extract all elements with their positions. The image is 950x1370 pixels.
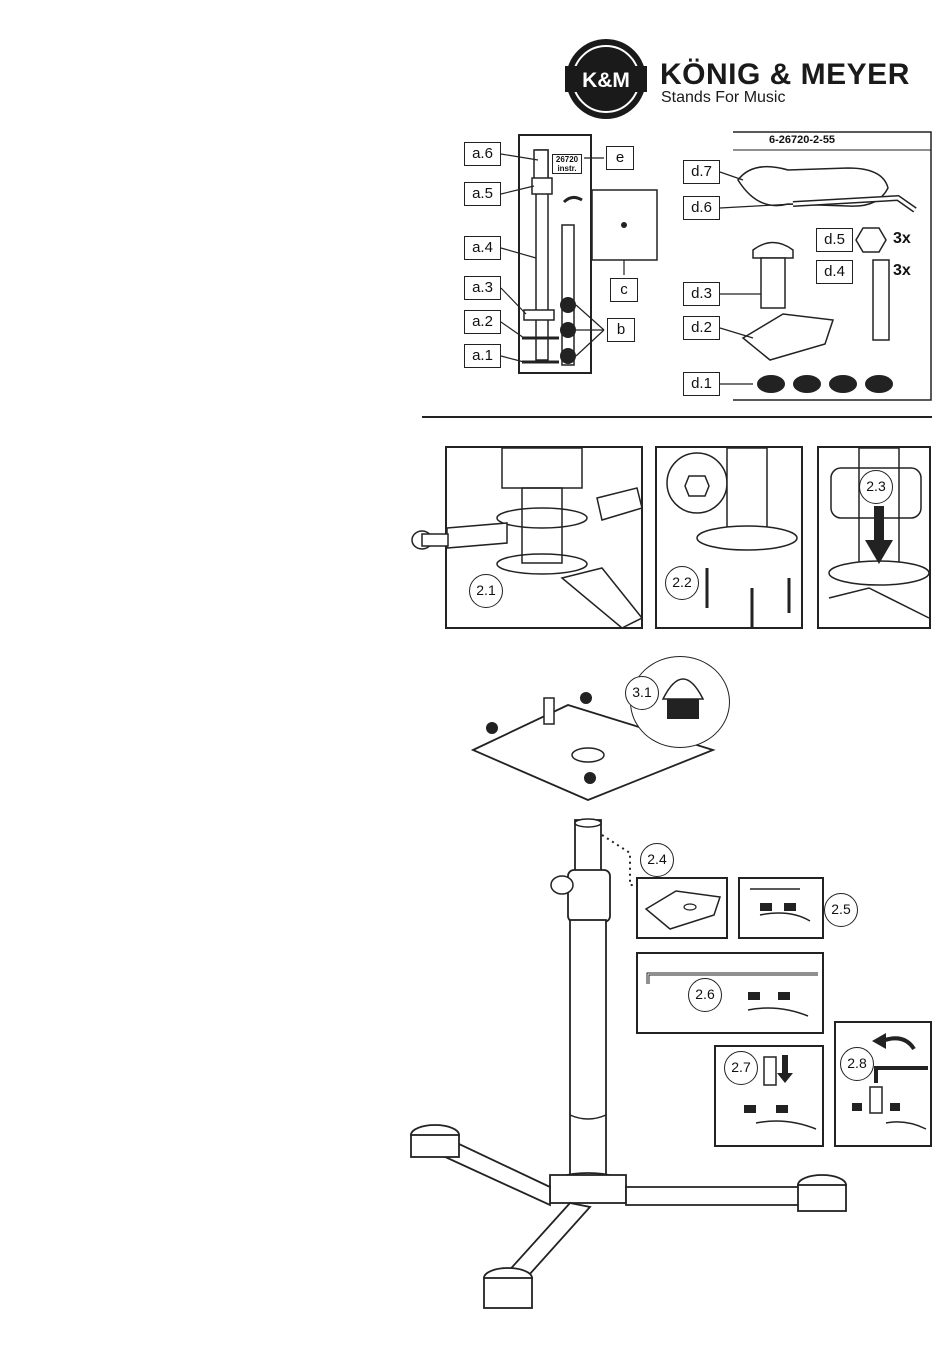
step-2-6-panel: 2.6 [636, 952, 824, 1034]
label-d4: d.4 [816, 260, 853, 284]
brand-tagline: Stands For Music [661, 89, 785, 107]
label-a6: a.6 [464, 142, 501, 166]
step-2-8-panel: 2.8 [834, 1021, 932, 1147]
step-2-3-panel: 2.3 [817, 446, 931, 629]
label-b: b [607, 318, 635, 342]
label-a3: a.3 [464, 276, 501, 300]
step-2-5-panel [738, 877, 824, 939]
label-a5: a.5 [464, 182, 501, 206]
plate-part-icon [638, 879, 726, 937]
label-d6: d.6 [683, 196, 720, 220]
step-2-7-panel: 2.7 [714, 1045, 824, 1147]
brand-logo: K&M [565, 38, 647, 120]
rotate-arrow-icon [868, 1029, 918, 1055]
label-c: c [610, 278, 638, 302]
knob-part [410, 528, 450, 552]
step-2-1-callout: 2.1 [469, 574, 503, 608]
step-2-7-callout: 2.7 [724, 1051, 758, 1085]
step-2-6-drawing [638, 954, 822, 1032]
label-e: e [606, 146, 634, 170]
label-a2: a.2 [464, 310, 501, 334]
step-2-4-detail [636, 877, 728, 939]
d4-quantity: 3x [893, 262, 911, 280]
step-2-2-drawing [657, 448, 803, 629]
down-arrow-icon [865, 506, 893, 566]
label-d3: d.3 [683, 282, 720, 306]
step-2-8-callout: 2.8 [840, 1047, 874, 1081]
d5-quantity: 3x [893, 230, 911, 248]
label-d2: d.2 [683, 316, 720, 340]
brand-name: KÖNIG & MEYER [660, 58, 910, 92]
kit-code: 6-26720-2-55 [769, 134, 835, 146]
step-2-6-callout: 2.6 [688, 978, 722, 1012]
step-2-3-callout: 2.3 [859, 470, 893, 504]
rubber-foot-icon [659, 673, 707, 729]
label-d1: d.1 [683, 372, 720, 396]
label-a4: a.4 [464, 236, 501, 260]
logo-text: K&M [582, 69, 630, 92]
label-a1: a.1 [464, 344, 501, 368]
step-2-2-panel: 2.2 [655, 446, 803, 629]
label-d5: d.5 [816, 228, 853, 252]
step-2-2-callout: 2.2 [665, 566, 699, 600]
step-3-1-callout: 3.1 [625, 676, 659, 710]
step-2-5-drawing [740, 879, 822, 937]
parts-panel-d: 6-26720-2-55 d.7 d.6 d.5 3x d.4 3x d.3 d… [683, 132, 933, 402]
label-d7: d.7 [683, 160, 720, 184]
section-divider [422, 416, 932, 418]
parts-panel-a: a.6 a.5 a.4 a.3 a.2 a.1 b c e 26720 inst… [464, 130, 669, 400]
step-2-5-callout: 2.5 [824, 893, 858, 927]
box-code: 26720 instr. [552, 154, 582, 174]
step-2-4-callout: 2.4 [640, 843, 674, 877]
step-2-1-panel: 2.1 [445, 446, 643, 629]
